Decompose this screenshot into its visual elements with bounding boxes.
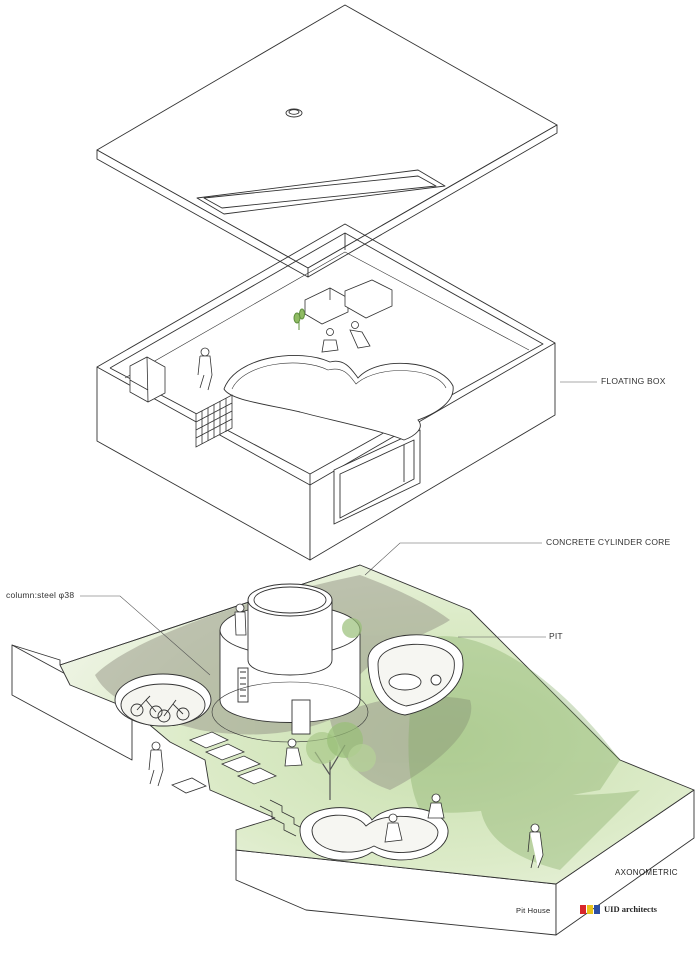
cylinder-core bbox=[211, 583, 369, 743]
people-on-site bbox=[148, 603, 544, 869]
drawing-title: Pit House bbox=[516, 906, 551, 915]
tree-icon bbox=[306, 618, 376, 800]
floating-box bbox=[96, 223, 556, 561]
brand-mark-icon bbox=[580, 904, 600, 914]
bicycle-pit bbox=[114, 673, 212, 727]
pit-label: PIT bbox=[549, 631, 563, 641]
axonometric-label: AXONOMETRIC bbox=[615, 868, 678, 877]
leader-lines bbox=[80, 381, 597, 676]
floor-opening bbox=[223, 354, 454, 441]
right-pit bbox=[367, 634, 464, 716]
floating-box-label: FLOATING BOX bbox=[601, 376, 666, 386]
roof-slab bbox=[96, 4, 558, 278]
people-in-box bbox=[197, 321, 371, 391]
box-furniture bbox=[129, 279, 393, 448]
grass-texture bbox=[408, 636, 640, 870]
brand-name: UID architects bbox=[604, 904, 657, 914]
cylinder-core-label: CONCRETE CYLINDER CORE bbox=[546, 537, 671, 547]
brand-logo: UID architects bbox=[580, 904, 657, 914]
column-label: column:steel φ38 bbox=[6, 590, 75, 600]
lower-pit bbox=[299, 807, 449, 861]
plant-icon bbox=[293, 308, 305, 330]
stepping-stones bbox=[171, 731, 278, 794]
